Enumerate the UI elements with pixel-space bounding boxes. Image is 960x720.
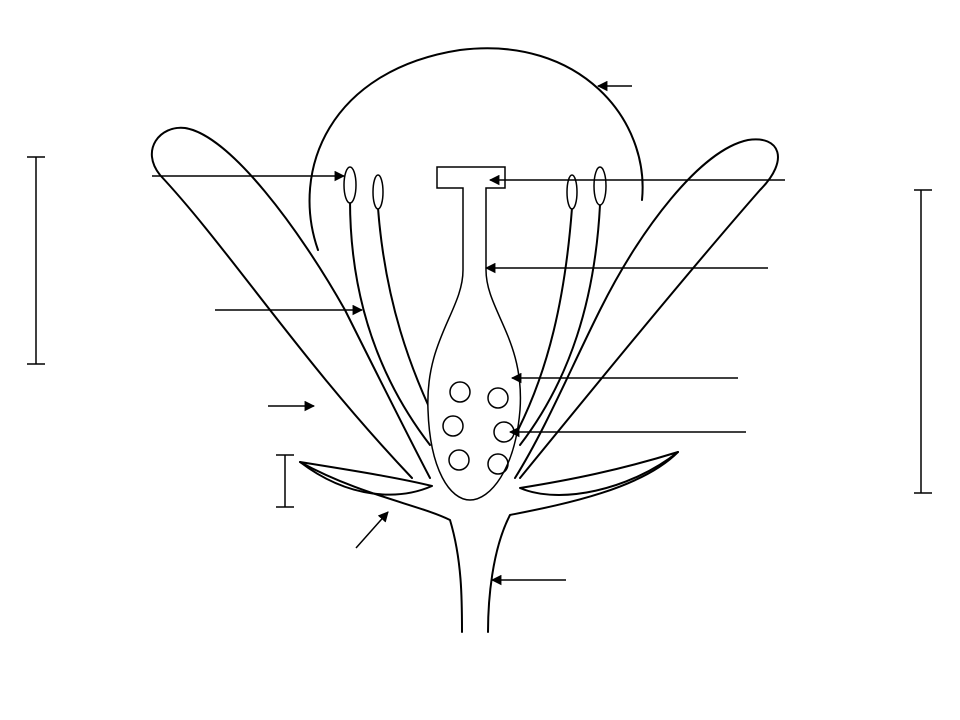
anther-left-outer: [343, 166, 357, 204]
sepal-left: [299, 461, 433, 496]
bracket-stamen: [27, 156, 45, 365]
sepal-right: [519, 451, 679, 496]
receptacle-right: [487, 451, 679, 633]
filament-right-outer: [519, 204, 601, 446]
petal-left: [150, 126, 431, 479]
ovule: [487, 387, 509, 409]
filament-right-inner: [517, 207, 573, 431]
pollen-outline: [308, 47, 644, 251]
ovule: [449, 381, 471, 403]
ovule: [442, 415, 464, 437]
anther-right-outer: [593, 166, 607, 206]
anther-left-inner: [372, 174, 384, 210]
pistil: [427, 166, 522, 501]
receptacle: [299, 461, 463, 633]
ovule: [487, 453, 509, 475]
bracket-sepal: [276, 454, 294, 508]
petal-right: [514, 138, 779, 479]
bracket-pistil: [914, 189, 932, 494]
filament-left-outer: [349, 199, 431, 446]
ovule: [448, 449, 470, 471]
anther-right-inner: [566, 174, 578, 210]
arrow-sepal: [355, 511, 389, 549]
